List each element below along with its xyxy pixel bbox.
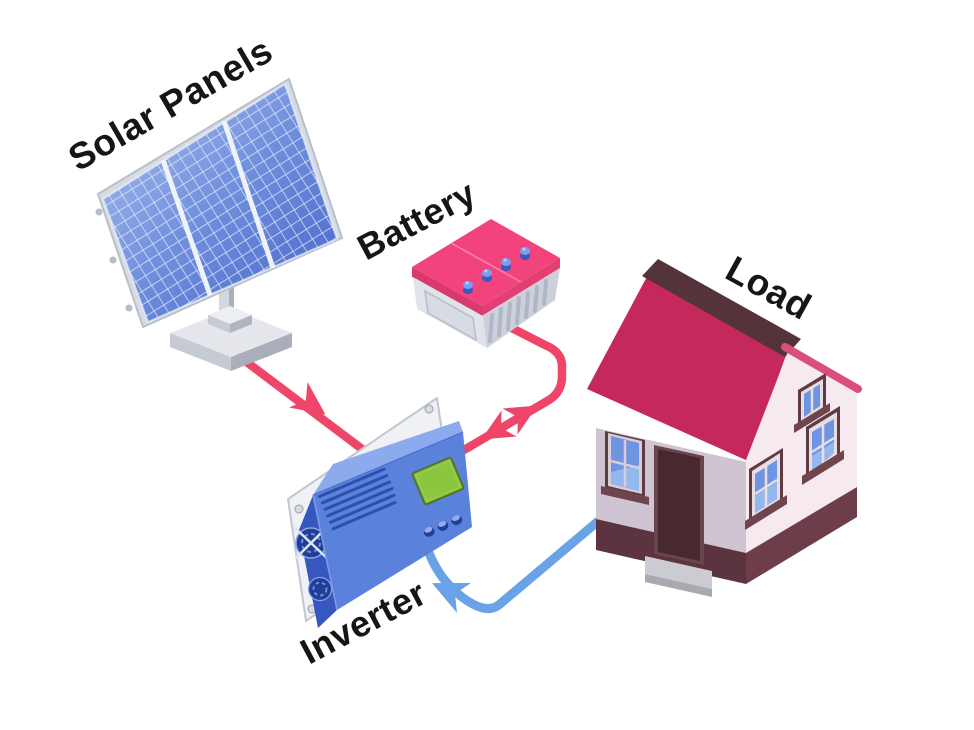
gable-window-attic bbox=[794, 373, 830, 433]
roof-right-trim bbox=[781, 343, 862, 393]
battery bbox=[412, 219, 560, 348]
inverter-vents bbox=[318, 467, 397, 531]
gable-window-mid bbox=[802, 406, 844, 485]
panel-section-dividers bbox=[160, 120, 276, 296]
solar-panel-array bbox=[95, 77, 344, 371]
inverter bbox=[287, 397, 472, 628]
house-load bbox=[587, 259, 862, 597]
arrow-to-inverter-icon bbox=[473, 410, 517, 453]
roof-left-slope bbox=[587, 269, 789, 461]
inverter-display bbox=[411, 456, 465, 506]
wires bbox=[235, 317, 614, 614]
panel-mount-tabs bbox=[95, 208, 133, 312]
arrow-inverter-to-load-icon bbox=[425, 568, 471, 613]
gable-window-lower bbox=[745, 448, 787, 530]
front-window bbox=[601, 431, 649, 505]
door-step bbox=[645, 556, 712, 597]
inverter-knobs bbox=[423, 515, 463, 537]
panel-pedestal bbox=[170, 306, 292, 371]
panel-surface bbox=[96, 77, 344, 329]
battery-vent-slats bbox=[488, 279, 548, 343]
inverter-top-face bbox=[313, 421, 463, 495]
gable-base bbox=[746, 487, 857, 584]
front-door bbox=[654, 445, 704, 565]
roof-ridge bbox=[642, 259, 801, 357]
battery-right-face bbox=[483, 268, 560, 348]
wire-battery-to-inverter bbox=[459, 317, 567, 455]
wire-inverter-to-load bbox=[422, 507, 614, 614]
plate-screws bbox=[294, 404, 434, 614]
battery-terminals bbox=[463, 247, 530, 294]
cooling-fan-small-icon bbox=[307, 576, 333, 602]
